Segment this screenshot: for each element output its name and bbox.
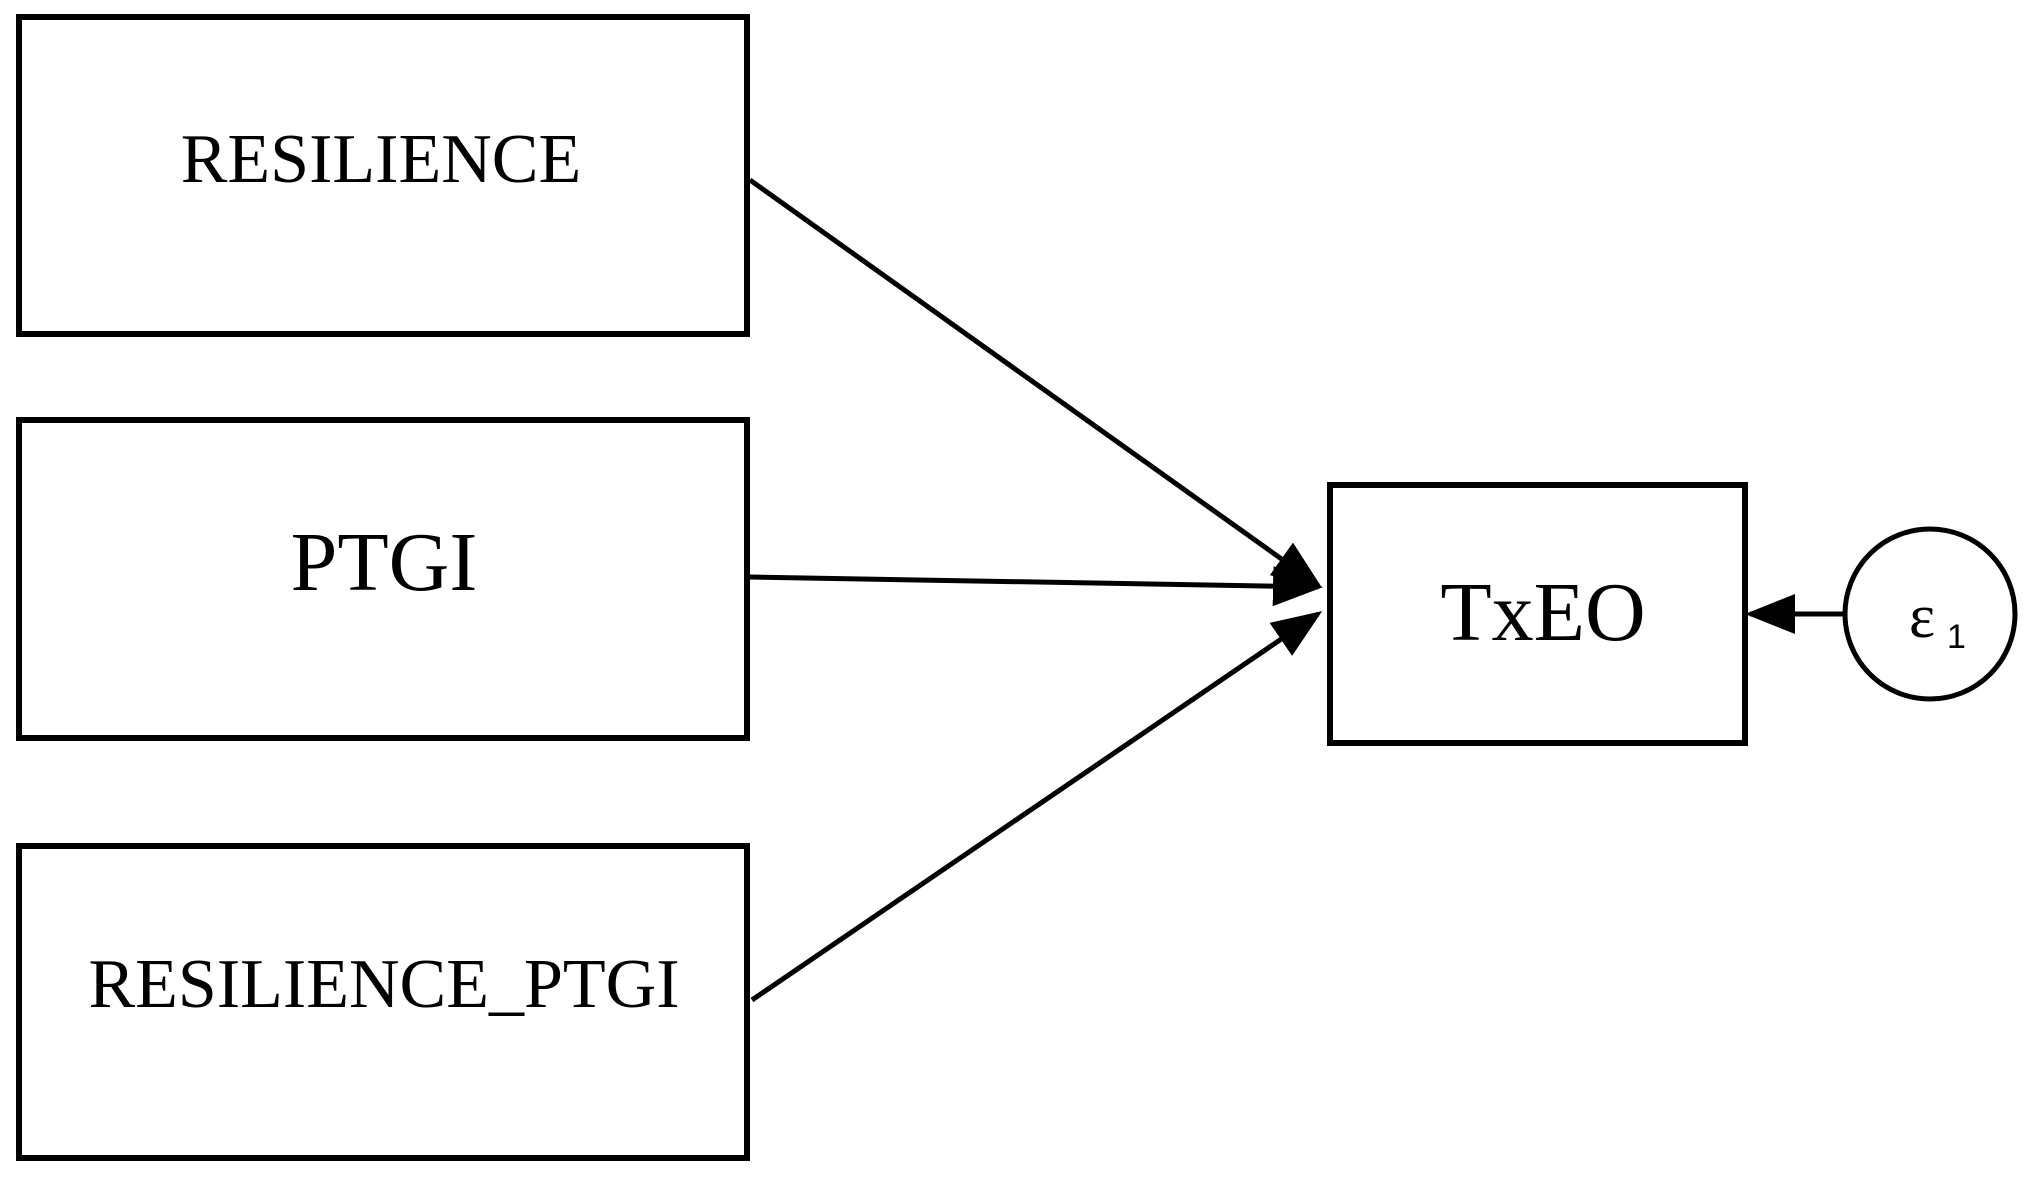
- node-resilience-ptgi-label: RESILIENCE_PTGI: [88, 946, 679, 1023]
- node-resilience-box: [16, 14, 750, 337]
- node-resilience-label: RESILIENCE: [181, 121, 582, 198]
- edge-ptgi-to-txeo: [749, 566, 1323, 607]
- node-txeo-label: TxEO: [1440, 566, 1645, 659]
- node-resilience: RESILIENCE: [16, 14, 750, 337]
- node-ptgi: PTGI: [16, 417, 750, 741]
- edge-resilience-to-txeo: [748, 177, 1323, 588]
- node-resilience-ptgi: RESILIENCE_PTGI: [16, 843, 750, 1161]
- node-error-circle: [1842, 526, 2018, 702]
- node-ptgi-box: [16, 417, 750, 741]
- node-ptgi-label: PTGI: [291, 516, 478, 609]
- node-error-subscript: 1: [1947, 618, 1966, 656]
- node-txeo-box: [1327, 482, 1748, 746]
- node-error-symbol: ε: [1909, 583, 1935, 651]
- edge-resilience-ptgi-to-txeo: [750, 611, 1323, 1003]
- node-resilience-ptgi-box: [16, 843, 750, 1161]
- node-error-term: ε 1: [1842, 526, 2018, 702]
- node-txeo: TxEO: [1327, 482, 1748, 746]
